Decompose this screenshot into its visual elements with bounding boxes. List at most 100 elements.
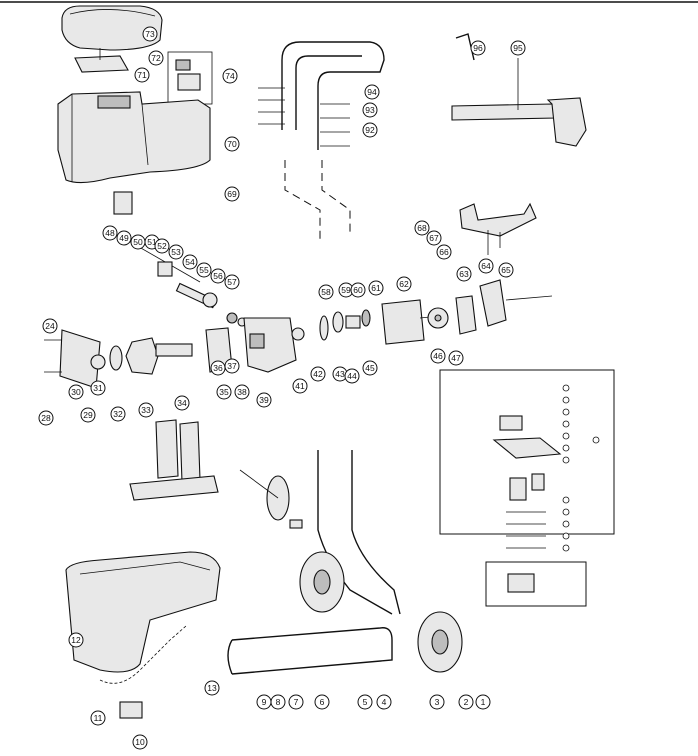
callout-6: 6 [314, 694, 330, 710]
callout-number: 11 [94, 713, 103, 723]
callout-circle [116, 230, 132, 246]
callout-circle [204, 680, 220, 696]
callout-circle [396, 276, 412, 292]
callout-58: 58 [318, 284, 334, 300]
callout-circle [134, 67, 150, 83]
callout-circle [68, 384, 84, 400]
callout-number: 3 [435, 697, 440, 707]
mounting-brackets [129, 419, 219, 501]
callout-number: 70 [227, 139, 237, 149]
hopper-lid [61, 5, 163, 51]
callout-31: 31 [90, 380, 106, 396]
callout-47: 47 [448, 350, 464, 366]
motor-assembly [319, 299, 441, 345]
callout-circle [210, 268, 226, 284]
callout-number: 52 [157, 241, 167, 251]
callout-32: 32 [110, 406, 126, 422]
callout-circle [292, 378, 308, 394]
callout-circle [344, 368, 360, 384]
callout-4: 4 [376, 694, 392, 710]
handle-frame [281, 41, 385, 240]
callout-68: 68 [414, 220, 430, 236]
callout-circle [216, 384, 232, 400]
callout-number: 61 [371, 283, 381, 293]
callout-54: 54 [182, 254, 198, 270]
callout-circle [224, 186, 240, 202]
callout-42: 42 [310, 366, 326, 382]
callout-71: 71 [134, 67, 150, 83]
callout-number: 73 [145, 29, 155, 39]
pusher-tool [451, 58, 587, 147]
callout-56: 56 [210, 268, 226, 284]
callout-number: 48 [105, 228, 115, 238]
callout-number: 6 [320, 697, 325, 707]
callout-2: 2 [458, 694, 474, 710]
callout-circle [90, 380, 106, 396]
callout-circle [350, 282, 366, 298]
callout-circle [498, 262, 514, 278]
callout-39: 39 [256, 392, 272, 408]
callout-circle [222, 68, 238, 84]
callout-number: 1 [481, 697, 486, 707]
callout-number: 72 [151, 53, 161, 63]
callout-34: 34 [174, 395, 190, 411]
callout-95: 95 [510, 40, 526, 56]
blade-33 [125, 337, 159, 375]
callout-41: 41 [292, 378, 308, 394]
callout-29: 29 [80, 407, 96, 423]
callout-number: 39 [259, 395, 269, 405]
callout-number: 12 [71, 635, 81, 645]
callout-number: 53 [171, 247, 181, 257]
callout-circle [475, 694, 491, 710]
callout-66: 66 [436, 244, 452, 260]
callout-number: 10 [135, 737, 145, 747]
fan-cover-63 [455, 295, 477, 335]
bracket-10 [119, 701, 143, 719]
callout-93: 93 [362, 102, 378, 118]
callout-63: 63 [456, 266, 472, 282]
callout-circle [362, 102, 378, 118]
inset-callouts [562, 384, 600, 552]
callout-73: 73 [142, 26, 158, 42]
callout-57: 57 [224, 274, 240, 290]
callout-8: 8 [270, 694, 286, 710]
callout-circle [470, 40, 486, 56]
callout-33: 33 [138, 402, 154, 418]
callout-number: 4 [382, 697, 387, 707]
callout-circle [429, 694, 445, 710]
callout-circle [362, 122, 378, 138]
callout-45: 45 [362, 360, 378, 376]
callout-circle [256, 694, 272, 710]
callout-number: 9 [262, 697, 267, 707]
callout-circle [310, 366, 326, 382]
callout-number: 54 [185, 257, 195, 267]
chain [99, 625, 187, 684]
callout-circle [478, 258, 494, 274]
callout-36: 36 [210, 360, 226, 376]
callout-circle [426, 230, 442, 246]
callout-circle [376, 694, 392, 710]
callout-number: 95 [513, 43, 523, 53]
callout-number: 43 [335, 369, 345, 379]
callout-number: 45 [365, 363, 375, 373]
spacer-30 [90, 354, 106, 370]
callout-number: 64 [481, 261, 491, 271]
callout-circle [362, 360, 378, 376]
switch-assembly [167, 51, 213, 105]
callout-circle [110, 406, 126, 422]
motor-cap [113, 191, 133, 215]
hopper-bracket [74, 48, 129, 73]
callout-circle [357, 694, 373, 710]
callout-number: 62 [399, 279, 409, 289]
callout-number: 37 [227, 361, 237, 371]
callout-number: 60 [353, 285, 363, 295]
callout-37: 37 [224, 358, 240, 374]
callout-28: 28 [38, 410, 54, 426]
callout-number: 31 [93, 383, 103, 393]
callout-circle [510, 40, 526, 56]
callout-circle [256, 392, 272, 408]
callout-62: 62 [396, 276, 412, 292]
callout-circle [458, 694, 474, 710]
